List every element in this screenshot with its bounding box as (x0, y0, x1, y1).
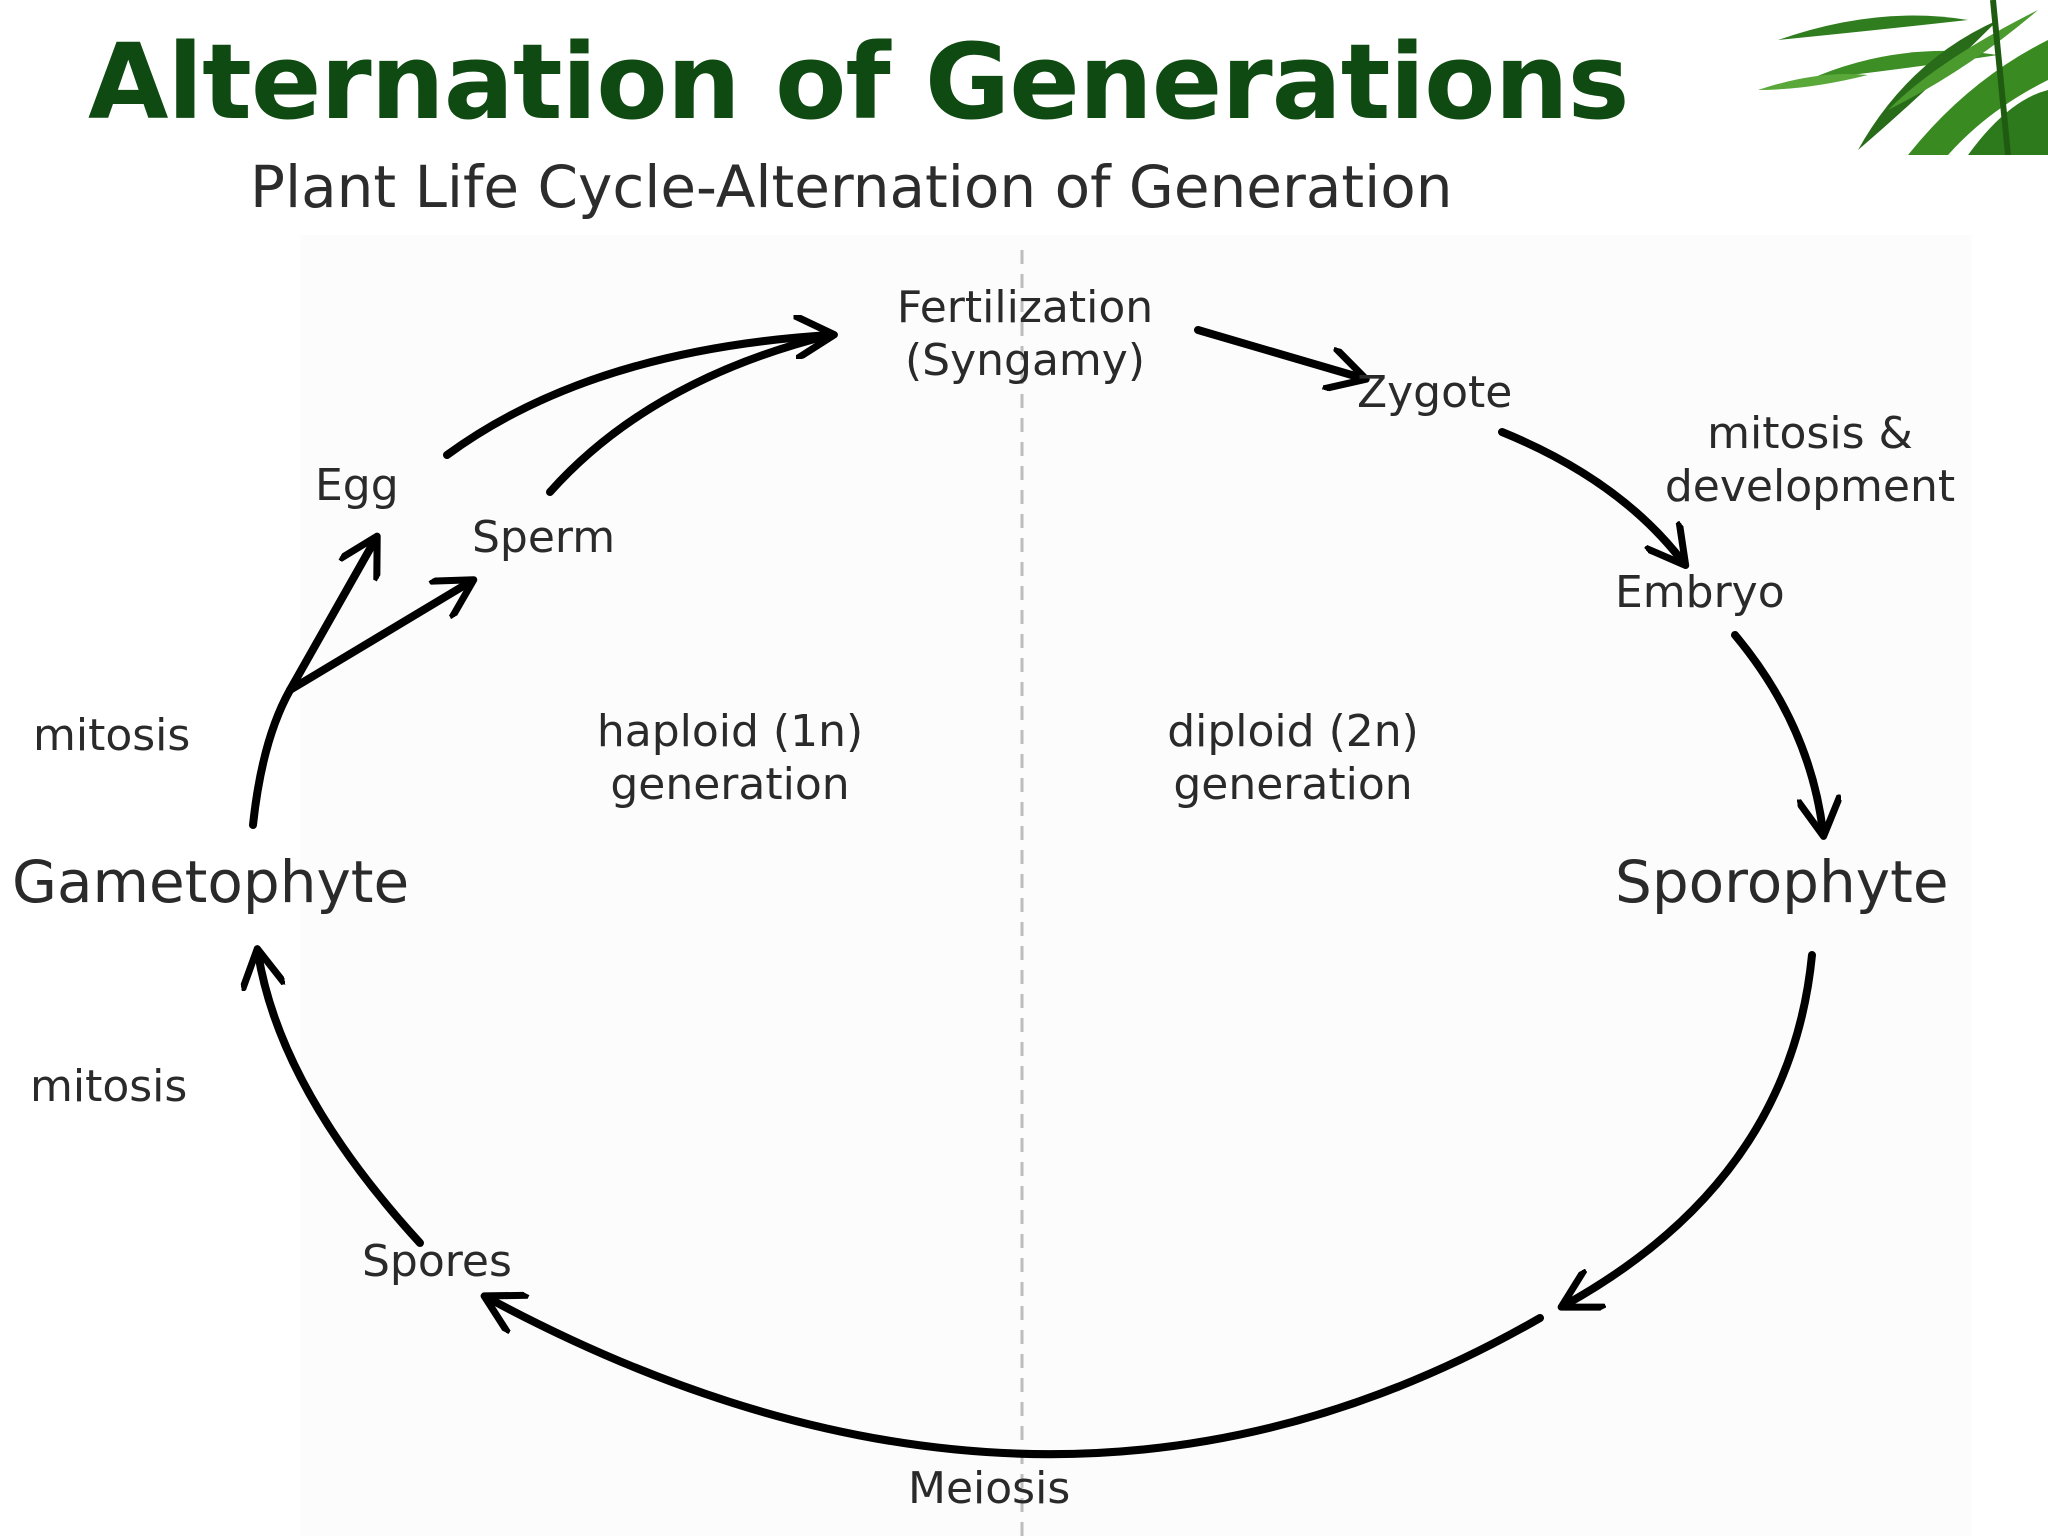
haploid-generation-label: haploid (1n) generation (550, 706, 910, 812)
stage-fertilization: Fertilization (Syngamy) (860, 282, 1190, 388)
bamboo-leaves-decoration (1758, 0, 2048, 155)
arrow-zygote-to-embryo (1498, 428, 1683, 562)
haploid-line2: generation (610, 758, 850, 810)
process-mitosis-upper: mitosis (33, 710, 191, 761)
stage-zygote: Zygote (1357, 367, 1513, 418)
haploid-line1: haploid (1n) (596, 706, 864, 757)
diagram-panel (300, 235, 1972, 1536)
arrow-egg-to-fertilization (443, 335, 830, 459)
process-meiosis: Meiosis (908, 1463, 1071, 1514)
diploid-line1: diploid (2n) (1167, 706, 1419, 757)
diploid-generation-label: diploid (2n) generation (1118, 706, 1468, 812)
arrow-embryo-to-sporophyte (1731, 631, 1823, 832)
stage-spores: Spores (362, 1236, 512, 1287)
process-mitosis-lower: mitosis (30, 1061, 188, 1112)
syngamy-label: (Syngamy) (905, 334, 1145, 386)
stage-embryo: Embryo (1615, 567, 1785, 618)
process-mitosis-development: mitosis & development (1620, 408, 2000, 514)
arrow-mitosis-to-egg (286, 540, 375, 694)
arrow-mitosis-to-sperm (286, 582, 470, 694)
arrow-fertilization-to-zygote (1194, 326, 1362, 378)
mitosis-development-line1: mitosis & (1707, 408, 1913, 459)
diploid-line2: generation (1173, 758, 1413, 810)
mitosis-development-line2: development (1664, 460, 1956, 512)
arrow-spores-to-gametophyte (258, 953, 424, 1247)
arrow-sporophyte-to-meiosis (1565, 951, 1816, 1305)
arrow-sperm-to-fertilization (546, 331, 834, 496)
stage-egg: Egg (315, 460, 399, 511)
stage-sporophyte: Sporophyte (1615, 848, 1949, 916)
slide-title: Alternation of Generations (88, 21, 1630, 143)
diagram-heading: Plant Life Cycle-Alternation of Generati… (250, 153, 1453, 221)
fertilization-label: Fertilization (896, 282, 1154, 333)
arrow-meiosis-to-spores (488, 1298, 1544, 1459)
stage-gametophyte: Gametophyte (12, 848, 410, 916)
stage-sperm: Sperm (472, 512, 616, 563)
arrow-gametophyte-mitosis-stem (249, 686, 294, 829)
